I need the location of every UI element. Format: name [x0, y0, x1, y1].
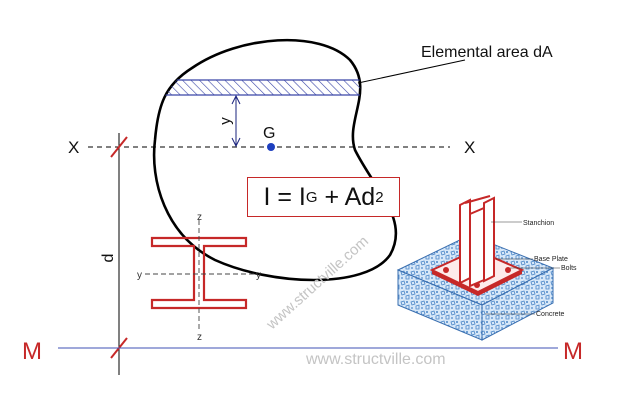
- x-axis-label-right: X: [464, 138, 475, 157]
- watermark-bottom: www.structville.com: [305, 351, 446, 368]
- concrete-right-face: [481, 267, 554, 341]
- elemental-strip: [154, 79, 380, 96]
- formula-superscript: 2: [375, 188, 384, 206]
- base-plate-label: Base Plate: [534, 256, 568, 263]
- y-distance-arrow: [231, 94, 241, 148]
- elemental-area-leader: [357, 59, 466, 84]
- bolts-label: Bolts: [561, 265, 577, 272]
- m-axis-label-right: M: [563, 338, 583, 365]
- stanchion-label: Stanchion: [523, 220, 554, 227]
- m-axis-label-left: M: [22, 338, 42, 365]
- centroid-label: G: [263, 125, 275, 142]
- x-axis-label-left: X: [68, 138, 79, 157]
- stanchion: [459, 195, 495, 288]
- section-y-left-label: y: [137, 270, 142, 281]
- section-z-bottom-label: z: [197, 332, 202, 343]
- bolt: [505, 267, 511, 273]
- i-section-drawing: [145, 220, 255, 330]
- section-y-right-label: y: [256, 270, 261, 281]
- irregular-area-outline: [152, 38, 398, 282]
- section-z-top-label: z: [197, 212, 202, 223]
- base-plate-illustration: [396, 195, 555, 341]
- formula-rhs: + Ad: [317, 182, 376, 211]
- d-distance-label: d: [100, 254, 117, 263]
- x-axis-tick: [110, 136, 128, 158]
- formula-lhs: I = I: [263, 182, 306, 211]
- elemental-area-label: Elemental area dA: [421, 44, 553, 61]
- watermark-diagonal: www.structville.com: [263, 233, 372, 334]
- formula-subscript: G: [305, 188, 318, 206]
- bolt: [443, 267, 449, 273]
- centroid-point: [267, 143, 275, 151]
- concrete-label: Concrete: [536, 311, 565, 318]
- y-distance-label: y: [217, 117, 234, 125]
